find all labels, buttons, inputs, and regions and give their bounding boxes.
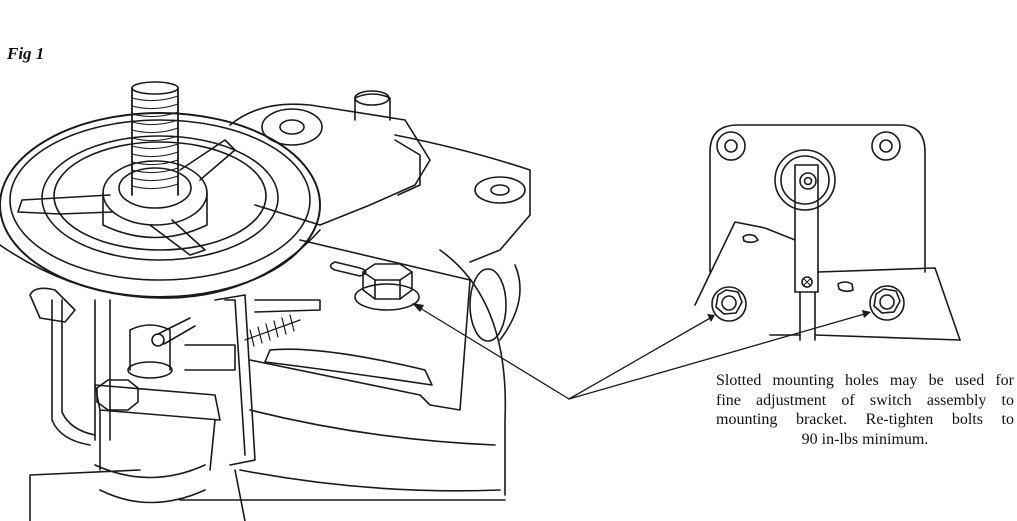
arrowheads: [412, 303, 871, 322]
mounting-bolt-detail-left: [711, 286, 747, 322]
mounting-bolt-detail-right: [869, 285, 905, 321]
switch-bracket-detail: [694, 124, 961, 341]
caption-line: fine adjustment of switch assembly to: [716, 391, 1014, 409]
motor-housing: [179, 134, 531, 501]
yoke-assembly: [29, 287, 321, 521]
leader-lines: [414, 304, 869, 400]
caption-line: 90 in-lbs minimum.: [801, 430, 929, 448]
top-bracket: [229, 90, 431, 226]
caption-line: Slotted mounting holes may be used for: [716, 372, 1014, 389]
caption-line: mounting bracket. Re-tighten bolts to: [716, 411, 1014, 428]
caption: Slotted mounting holes may be used for f…: [716, 371, 1014, 449]
mounting-plate: [249, 239, 471, 411]
mounting-bolt-left: [354, 263, 420, 311]
threaded-rod: [131, 81, 179, 196]
figure-label: Fig 1: [7, 44, 45, 63]
handwheel: [0, 112, 321, 299]
